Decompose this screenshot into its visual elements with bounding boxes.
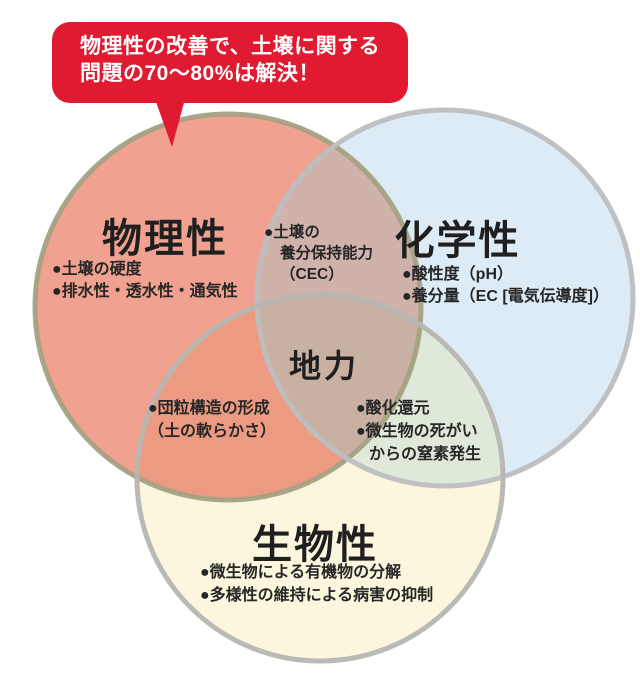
center-label-soil-fertility: 地力 <box>288 348 359 384</box>
physical-circle-outline <box>32 111 424 503</box>
redox-line-1: ●酸化還元 <box>356 400 430 417</box>
cec-line-2: 養分保持能力 <box>280 245 374 262</box>
callout-tail-pointer <box>155 99 185 147</box>
cec-line-1: ●土壌の <box>264 224 320 241</box>
cec-line-3: （CEC） <box>280 266 344 283</box>
physical-title: 物理性 <box>102 217 228 261</box>
chemical-bullet-list: ●酸性度（pH） ●養分量（EC [電気伝導度]） <box>402 264 609 308</box>
aggregate-line-2: （土の軟らかさ） <box>148 423 277 440</box>
chemical-biological-overlap-list: ●酸化還元 ●微生物の死がい からの窒素発生 <box>356 397 481 466</box>
callout-bubble: 物理性の改善で、土壌に関する 問題の70～80%は解決！ <box>52 22 408 103</box>
physical-item-drainage: ●排水性・透水性・通気性 <box>52 283 238 300</box>
physical-item-hardness: ●土壌の硬度 <box>52 261 142 278</box>
redox-line-2: ●微生物の死がい <box>356 423 478 440</box>
physical-biological-overlap-list: ●団粒構造の形成 （土の軟らかさ） <box>148 397 276 443</box>
physical-bullet-list: ●土壌の硬度 ●排水性・透水性・通気性 <box>52 259 238 303</box>
biological-bullet-list: ●微生物による有機物の分解 ●多様性の維持による病害の抑制 <box>200 561 433 607</box>
chemical-circle-outline <box>254 107 636 489</box>
biological-item-decompose: ●微生物による有機物の分解 <box>200 564 402 581</box>
callout-line-2: 問題の70～80%は解決！ <box>80 62 320 85</box>
chemical-title: 化学性 <box>394 219 521 263</box>
chemical-item-ec: ●養分量（EC [電気伝導度]） <box>402 288 609 305</box>
aggregate-line-1: ●団粒構造の形成 <box>148 400 270 417</box>
callout-line-1: 物理性の改善で、土壌に関する <box>80 35 381 58</box>
redox-line-3: からの窒素発生 <box>369 446 482 463</box>
biological-item-diversity: ●多様性の維持による病害の抑制 <box>200 587 434 604</box>
physical-chemical-overlap-list: ●土壌の 養分保持能力 （CEC） <box>264 222 373 285</box>
callout-text: 物理性の改善で、土壌に関する 問題の70～80%は解決！ <box>52 22 408 87</box>
biological-title: 生物性 <box>252 523 378 567</box>
chemical-item-ph: ●酸性度（pH） <box>402 266 513 283</box>
biological-circle-outline <box>134 292 506 664</box>
